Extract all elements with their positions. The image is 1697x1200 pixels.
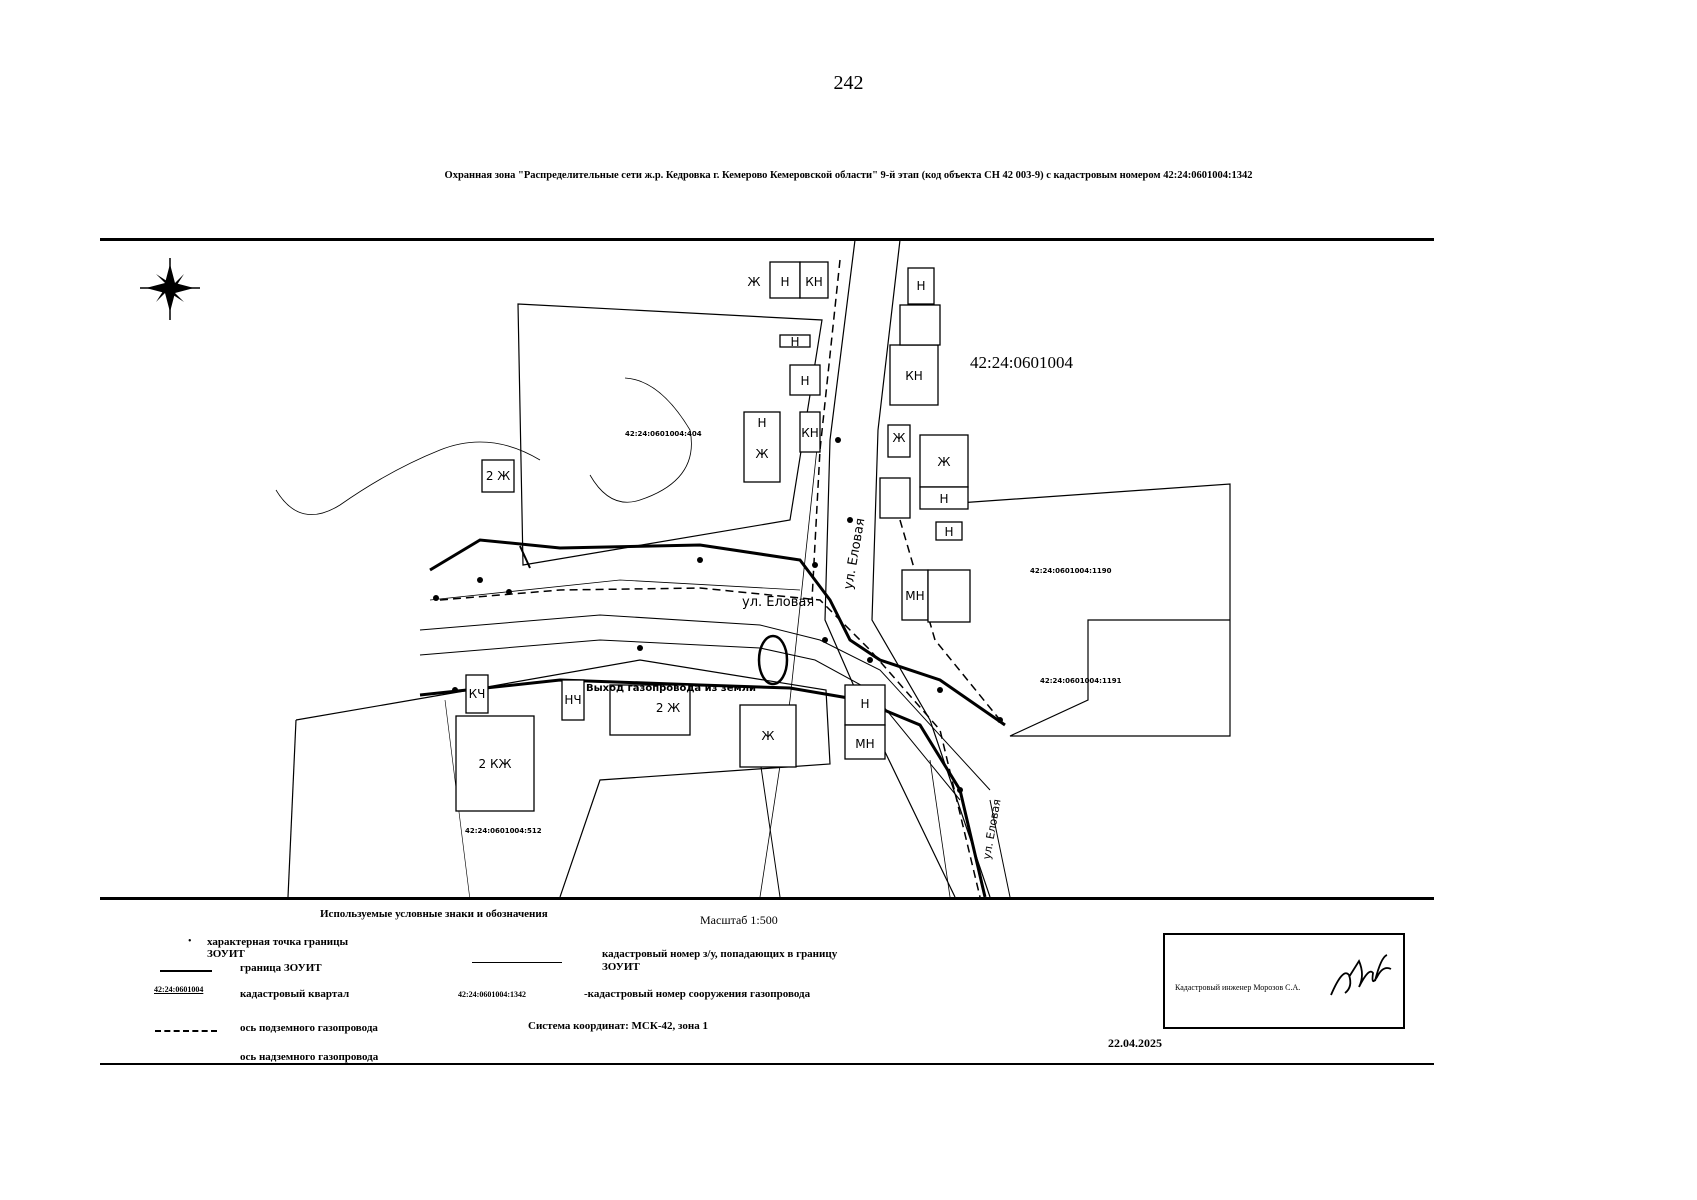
building-label: 2 Ж [486, 469, 510, 483]
building [743, 411, 781, 483]
underground-gas-pipeline [439, 587, 981, 898]
building [844, 684, 886, 726]
building-label: Ж [762, 729, 775, 743]
legend-item-parcel-number: кадастровый номер з/у, попадающих в гран… [602, 948, 838, 973]
building [927, 569, 971, 623]
building [901, 569, 929, 621]
building-label: Н [939, 492, 948, 506]
legend-item-cadastral-quarter: кадастровый квартал [240, 988, 350, 1000]
legend-heading: Используемые условные знаки и обозначени… [320, 908, 548, 920]
building [879, 477, 911, 519]
stamp-text: Кадастровый инженер Морозов С.А. [1175, 983, 1301, 992]
building [455, 715, 535, 812]
legend-item-boundary-point: характерная точка границы ЗОУИТ [207, 936, 349, 960]
building [907, 267, 935, 305]
building-label: Н [860, 697, 869, 711]
legend-quarter-sample: 42:24:0601004 [154, 985, 204, 994]
legend-parcel-sample-line [472, 962, 562, 963]
legend-item-aboveground-pipeline: ось надземного газопровода [240, 1051, 379, 1063]
legend-item-structure-number: -кадастровый номер сооружения газопровод… [584, 988, 811, 1000]
building [919, 486, 969, 510]
signature-icon [1330, 954, 1392, 996]
building-label: Н [916, 279, 925, 293]
engineer-stamp: Кадастровый инженер Морозов С.А. [1163, 933, 1405, 1029]
building [935, 521, 963, 541]
building [889, 344, 939, 406]
building [779, 334, 811, 348]
building-label: Н [800, 374, 809, 388]
building [899, 304, 941, 346]
parcel-label: 42:24:0601004:512 [465, 827, 542, 835]
building-label: Н [944, 525, 953, 539]
compass-rose-icon [140, 258, 200, 320]
map-scale: Масштаб 1:500 [700, 913, 778, 927]
building [799, 261, 829, 299]
building-label: НЧ [564, 693, 581, 707]
gas-pipeline-exit-point [757, 634, 789, 686]
legend-item-zouit-boundary: граница ЗОУИТ [240, 962, 322, 974]
building [739, 704, 797, 768]
cadastral-quarter-label: 42:24:0601004 [970, 353, 1073, 372]
building-label: КН [905, 369, 923, 383]
building [769, 261, 801, 299]
document-date: 22.04.2025 [1108, 1036, 1162, 1050]
map-top-rule [100, 238, 1434, 241]
boundary-point-symbol: • [188, 936, 192, 947]
building-label: КЧ [469, 687, 486, 701]
legend-zouit-line [160, 970, 212, 972]
legend-underground-line [155, 1030, 217, 1032]
building-label: Ж [748, 275, 761, 289]
building-label: КН [805, 275, 823, 289]
building-label: 2 КЖ [479, 757, 512, 771]
building [799, 411, 821, 453]
map-bottom-rule [100, 897, 1434, 900]
parcel-outline-404 [517, 303, 823, 566]
pipeline-exit-annotation: Выход газопровода из земли [586, 683, 756, 694]
document-title: Охранная зона "Распределительные сети ж.… [444, 170, 1253, 181]
page-number: 242 [833, 72, 864, 94]
parcel-label: 42:24:0601004:1190 [1030, 567, 1112, 575]
parcel-outline-1190 [929, 483, 1231, 737]
building-label: Н [757, 416, 766, 430]
building-label: Ж [756, 447, 769, 461]
building [481, 459, 515, 493]
building [844, 724, 886, 760]
building-label: Н [790, 335, 799, 349]
building [609, 684, 691, 736]
zouit-boundary [429, 538, 1006, 727]
legend-bottom-rule [100, 1063, 1434, 1065]
coordinate-system: Система координат: МСК-42, зона 1 [528, 1020, 708, 1032]
parcel-label: 42:24:0601004:1191 [1040, 677, 1122, 685]
parcel-label: 42:24:0601004:404 [625, 430, 702, 438]
building-label: КН [801, 426, 819, 440]
building-label: МН [855, 737, 874, 751]
building-label: Ж [893, 431, 906, 445]
legend-structure-sample: 42:24:0601004:1342 [458, 990, 526, 999]
legend-item-underground-pipeline: ось подземного газопровода [240, 1022, 378, 1034]
building-label: 2 Ж [656, 701, 680, 715]
building [919, 434, 969, 488]
building [887, 424, 911, 458]
building [789, 364, 821, 396]
street-label: ул. Еловая [841, 517, 868, 591]
street-label: ул. Еловая [742, 595, 814, 610]
building [465, 674, 489, 714]
building-label: МН [905, 589, 924, 603]
building-label: Ж [938, 455, 951, 469]
building-label: Н [780, 275, 789, 289]
building [561, 679, 585, 721]
